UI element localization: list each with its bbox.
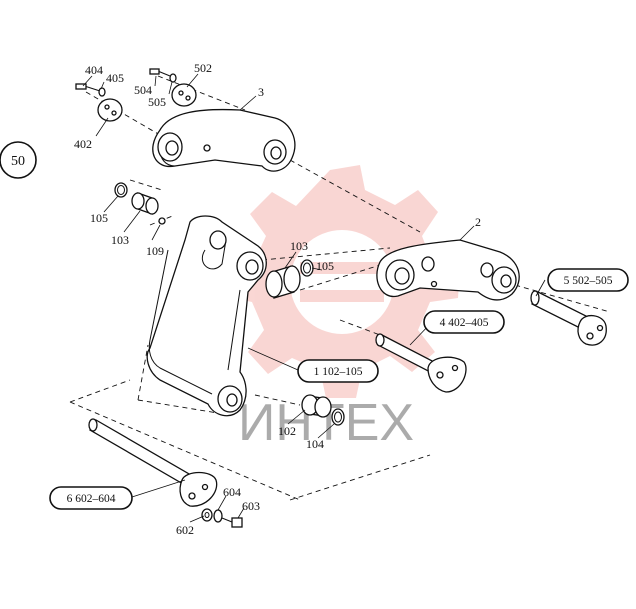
label-604: 604 (223, 485, 241, 499)
label-102: 102 (278, 424, 296, 438)
callout-1: 1 102–105 (297, 359, 379, 383)
callout-5-text: 5 502–505 (564, 275, 613, 287)
leader-lines (82, 73, 546, 523)
pin-4 (375, 333, 467, 393)
link-arm-2 (376, 239, 520, 301)
bolt-504 (149, 68, 171, 77)
ring-105-right (300, 259, 314, 277)
pin-5 (530, 290, 607, 346)
callout-1-text: 1 102–105 (314, 366, 363, 378)
pin-6 (88, 418, 218, 507)
label-109: 109 (146, 244, 164, 258)
watermark-gear-logo (224, 165, 460, 398)
label-402: 402 (74, 137, 92, 151)
label-504: 504 (134, 83, 152, 97)
section-number: 50 (11, 154, 25, 169)
label-105-right: 105 (316, 259, 334, 273)
link-arm-3 (152, 108, 296, 172)
bushing-103-left (131, 192, 159, 215)
callout-4-text: 4 402–405 (440, 317, 489, 329)
ring-105-left (114, 182, 128, 198)
label-2: 2 (475, 215, 481, 229)
washer-602 (201, 508, 213, 522)
washer-604 (213, 509, 223, 523)
label-104: 104 (306, 437, 324, 451)
grease-fitting-109 (158, 217, 166, 225)
callout-6: 6 602–604 (49, 486, 133, 510)
callout-4: 4 402–405 (423, 310, 505, 334)
label-505: 505 (148, 95, 166, 109)
washer-505 (169, 73, 177, 83)
label-603: 603 (242, 499, 260, 513)
frame-link-1 (146, 215, 267, 417)
callout-6-text: 6 602–604 (67, 493, 116, 505)
label-105-left: 105 (90, 211, 108, 225)
ring-104 (331, 408, 345, 426)
label-103-right: 103 (290, 239, 308, 253)
washer-405 (98, 87, 106, 97)
bushing-103-right (265, 265, 301, 299)
section-marker: 50 (0, 141, 37, 179)
plate-402 (97, 98, 123, 122)
callout-5: 5 502–505 (547, 268, 629, 292)
label-405: 405 (106, 71, 124, 85)
bushing-102 (301, 394, 332, 418)
label-602: 602 (176, 523, 194, 537)
plate-502 (171, 83, 197, 107)
label-103-left: 103 (111, 233, 129, 247)
bolt-603 (221, 517, 243, 528)
label-3: 3 (258, 85, 264, 99)
part-labels: 404 405 402 502 504 505 3 2 105 103 109 … (74, 61, 481, 537)
label-502: 502 (194, 61, 212, 75)
bolt-404 (75, 83, 101, 92)
label-404: 404 (85, 63, 103, 77)
